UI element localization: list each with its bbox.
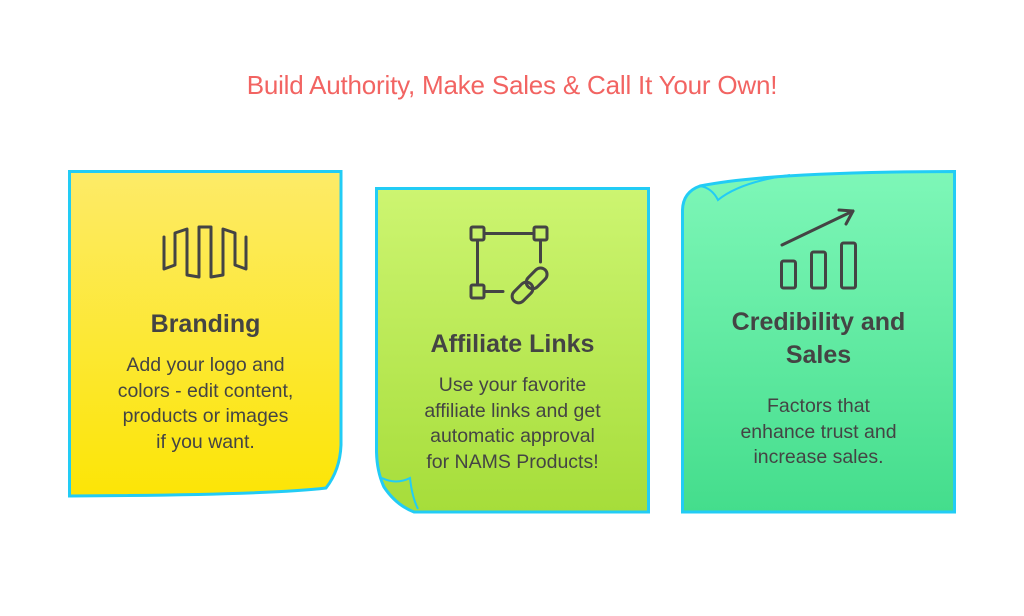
- card-description: Factors that enhance trust and increase …: [740, 395, 897, 468]
- card-heading: Credibility and Sales: [731, 308, 906, 369]
- growth-chart-icon: [779, 208, 857, 290]
- sticky-note-background: [375, 187, 650, 514]
- sticky-note-background: [681, 169, 956, 514]
- card-description: Use your favorite affiliate links and ge…: [424, 374, 601, 473]
- card-affiliate-links: Affiliate Links Use your favorite affili…: [374, 187, 651, 515]
- card-credibility-and-sales: Credibility and Sales Factors that enhan…: [680, 169, 957, 515]
- affiliate-link-icon: [469, 225, 549, 305]
- card-description: Add your logo and colors - edit content,…: [117, 354, 294, 453]
- card-branding: Branding Add your logo and colors - edit…: [68, 170, 343, 498]
- card-heading: Affiliate Links: [430, 330, 595, 358]
- page-title: Build Authority, Make Sales & Call It Yo…: [246, 70, 778, 100]
- sticky-note-background: [68, 170, 343, 498]
- card-heading: Branding: [150, 310, 261, 338]
- branding-wave-icon: [162, 225, 247, 279]
